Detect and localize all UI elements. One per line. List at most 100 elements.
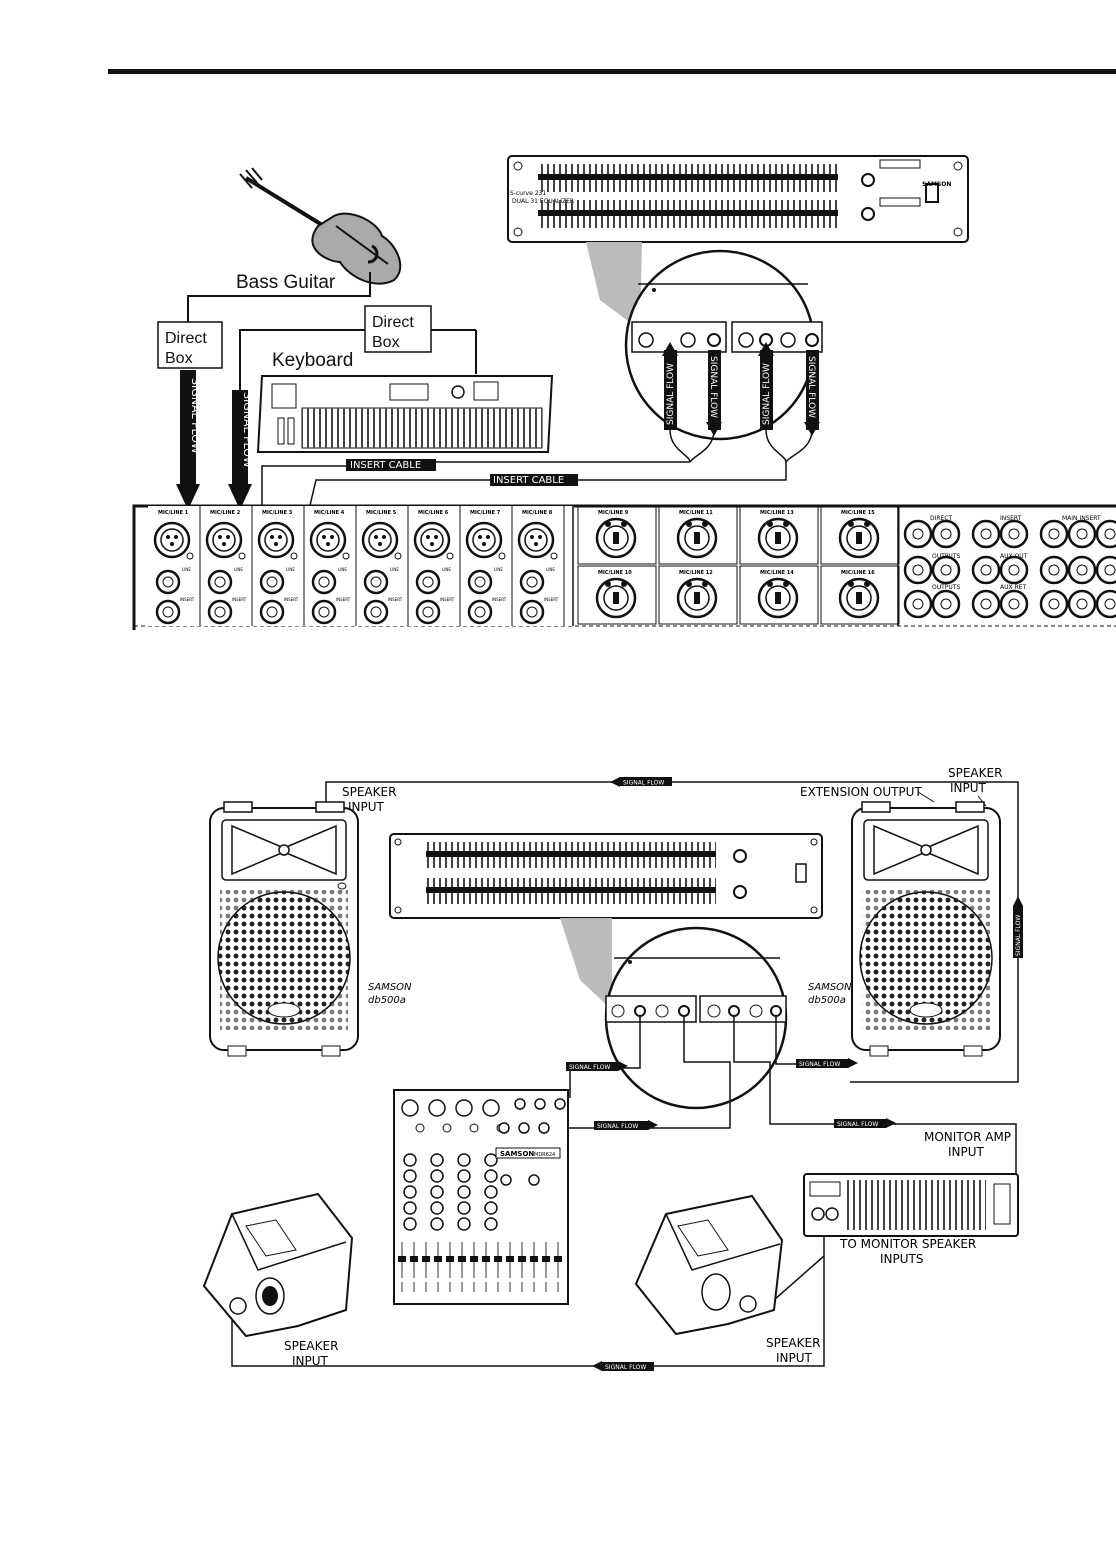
mixer-line-label: LINE: [546, 567, 555, 572]
mixer-insert-label: INSERT: [440, 597, 455, 602]
bottom-signal-flow-tags: SIGNAL FLOW SIGNAL FLOW SIGNAL FLOW SIGN…: [566, 1058, 896, 1371]
samson-right-l1: SAMSON: [808, 982, 852, 993]
monitor-speaker-l1: TO MONITOR SPEAKER: [839, 1237, 976, 1251]
mixer-combo-top-3: MIC/LINE 13: [739, 505, 819, 565]
mixer-insert-label: INSERT: [1000, 515, 1022, 522]
mixer-aux-ret-label: AUX RET: [1000, 584, 1026, 591]
mixer-channel-6: MIC/LINE 6 LINE INSERT: [413, 506, 461, 626]
signal-flow-tag-1: SIGNAL FLOW: [569, 1064, 610, 1071]
speaker-input-right-l2: INPUT: [950, 781, 987, 795]
mixer-combo-label: MIC/LINE 10: [598, 570, 632, 576]
header-rule: [108, 69, 1116, 74]
mixer-channel-8: MIC/LINE 8 LINE INSERT: [517, 506, 565, 626]
small-mixer-brand: SAMSON: [500, 1150, 534, 1158]
mixer-line-label: LINE: [234, 567, 243, 572]
mixer-main-insert-label: MAIN INSERT: [1062, 515, 1101, 522]
mixer-outputs-label-2: OUTPUTS: [932, 584, 960, 591]
monitor-right-input-l1: SPEAKER: [766, 1336, 820, 1350]
mixer-combo-bottom-1: MIC/LINE 10: [577, 565, 657, 625]
speaker-input-left-l1: SPEAKER: [342, 785, 396, 799]
mixer-channel-label: MIC/LINE 5: [366, 510, 397, 516]
monitor-speaker-l2: INPUTS: [880, 1252, 923, 1266]
top-signal-flow-arrows: SIGNAL FLOW SIGNAL FLOW: [176, 370, 254, 510]
graphic-eq-bottom: [389, 833, 823, 919]
bottom-signal-flow-top: SIGNAL FLOW: [623, 780, 664, 787]
graphic-eq-top: S-curve 231 DUAL 31 EQUALIZER SAMSON: [507, 155, 969, 243]
speaker-input-left-l2: INPUT: [348, 800, 385, 814]
zoom-cone-bottom: [560, 918, 612, 1010]
signal-flow-tag-4: SIGNAL FLOW: [837, 1121, 878, 1128]
samson-left-l2: db500a: [368, 995, 406, 1006]
mixer-channel-5: MIC/LINE 5 LINE INSERT: [361, 506, 409, 626]
mixer-channel-label: MIC/LINE 1: [158, 510, 189, 516]
samson-left-l1: SAMSON: [368, 982, 412, 993]
bass-guitar-label: Bass Guitar: [236, 272, 336, 293]
zoom-signal-flow-3: SIGNAL FLOW: [762, 363, 772, 425]
bottom-diagram: SIGNAL FLOW SIGNAL FLOW SPEAKER INPUT SP…: [202, 766, 1023, 1371]
mixer-insert-label: INSERT: [336, 597, 351, 602]
mixer-combo-bottom-4: MIC/LINE 16: [820, 565, 900, 625]
extension-output-label: EXTENSION OUTPUT: [800, 785, 922, 799]
mixer-combo-label: MIC/LINE 13: [760, 510, 794, 516]
mixer-line-label: LINE: [494, 567, 503, 572]
main-speaker-left: [209, 801, 359, 1057]
mixer-channel-7: MIC/LINE 7 LINE INSERT: [465, 506, 513, 626]
mixer-combo-top-1: MIC/LINE 9: [577, 505, 657, 565]
mixer-combo-bottom-3: MIC/LINE 14: [739, 565, 819, 625]
main-speaker-right: [851, 801, 1001, 1057]
mixer-line-label: LINE: [286, 567, 295, 572]
top-diagram: S-curve 231 DUAL 31 EQUALIZER SAMSON: [132, 155, 1116, 630]
mixer-combo-label: MIC/LINE 14: [760, 570, 794, 576]
bass-guitar-icon: [239, 167, 402, 285]
mixer-channel-label: MIC/LINE 6: [418, 510, 449, 516]
signal-flow-tag-2: SIGNAL FLOW: [799, 1061, 840, 1068]
monitor-wedge-left: [202, 1192, 354, 1338]
insert-cable-label-2: INSERT CABLE: [493, 475, 564, 486]
direct-box-1: [157, 321, 223, 369]
mixer-insert-label: INSERT: [232, 597, 247, 602]
direct-box-1-line2: Box: [165, 350, 193, 367]
speaker-input-left-label: SPEAKER: [342, 785, 396, 799]
insert-cable-label-1: INSERT CABLE: [350, 460, 421, 471]
mixer-line-label: LINE: [182, 567, 191, 572]
mixer-insert-label: INSERT: [180, 597, 195, 602]
direct-box-2-line2: Box: [372, 334, 400, 351]
mixer-combo-bottom-2: MIC/LINE 12: [658, 565, 738, 625]
direct-box-1-line1: Direct: [165, 330, 207, 347]
mixer-combo-top-4: MIC/LINE 15: [820, 505, 900, 565]
monitor-left-input-l2: INPUT: [292, 1354, 329, 1368]
mixer-channel-label: MIC/LINE 4: [314, 510, 345, 516]
mixer-combo-label: MIC/LINE 12: [679, 570, 713, 576]
zoom-signal-flow-2: SIGNAL FLOW: [708, 356, 718, 418]
bottom-signal-flow-right: SIGNAL FLOW: [1015, 915, 1022, 956]
mixer-insert-label: INSERT: [492, 597, 507, 602]
keyboard-label: Keyboard: [272, 350, 353, 371]
zoom-signal-flow-1: SIGNAL FLOW: [666, 363, 676, 425]
mixer-combo-label: MIC/LINE 9: [598, 510, 629, 516]
signal-flow-tag-3: SIGNAL FLOW: [597, 1123, 638, 1130]
mixer-channel-label: MIC/LINE 7: [470, 510, 501, 516]
mixer-insert-label: INSERT: [388, 597, 403, 602]
monitor-amp: [803, 1173, 1019, 1237]
mixer-channel-label: MIC/LINE 8: [522, 510, 553, 516]
mixer-line-label: LINE: [390, 567, 399, 572]
monitor-amp-l2: INPUT: [948, 1145, 985, 1159]
eq-model: S-curve 231: [510, 190, 546, 197]
mixer-outputs-block: DIRECT INSERT MAIN INSERT OUTPUTS AUX OU…: [903, 515, 1116, 619]
mixer-line-label: LINE: [338, 567, 347, 572]
mixer-combo-label: MIC/LINE 11: [679, 510, 713, 516]
zoom-signal-flow-4: SIGNAL FLOW: [806, 356, 816, 418]
mixer-line-label: LINE: [442, 567, 451, 572]
eq-brand: SAMSON: [922, 181, 951, 188]
eq-rear-zoom-top: [624, 249, 823, 441]
signal-flow-ch2: SIGNAL FLOW: [241, 392, 254, 468]
mixer-insert-label: INSERT: [544, 597, 559, 602]
mixer-combo-label: MIC/LINE 15: [841, 510, 875, 516]
monitor-left-input-l1: SPEAKER: [284, 1339, 338, 1353]
small-mixer: SAMSON MDR624: [393, 1089, 569, 1305]
